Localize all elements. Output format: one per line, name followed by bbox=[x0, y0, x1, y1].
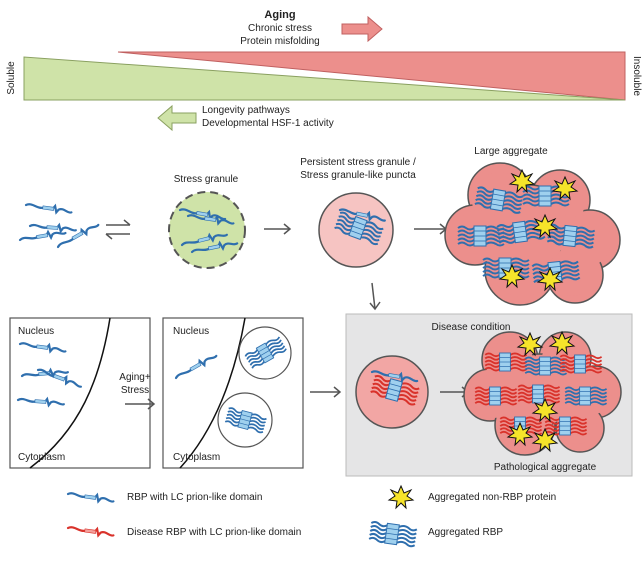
legend-non-rbp-label: Aggregated non-RBP protein bbox=[428, 492, 556, 503]
persistent-stress-granule bbox=[318, 192, 394, 268]
arrow-to-large-aggregate-icon bbox=[414, 223, 448, 235]
legend-aggregated-rbp-icon bbox=[367, 520, 419, 549]
legend-disease-rbp-icon bbox=[66, 523, 116, 539]
equilibrium-arrows-icon bbox=[105, 219, 131, 240]
pathological-aggregate bbox=[463, 331, 622, 456]
cell1-cytoplasm-label: Cytoplasm bbox=[18, 452, 65, 463]
aging-stress-line2: Stress bbox=[121, 385, 149, 396]
legend-rbp-label: RBP with LC prion-like domain bbox=[127, 492, 262, 503]
legend-aggregated-rbp-label: Aggregated RBP bbox=[428, 527, 503, 538]
soluble-wedge bbox=[23, 56, 626, 101]
aging-arrow bbox=[341, 15, 383, 43]
arrow-to-disease-icon bbox=[310, 386, 342, 398]
soluble-proteins bbox=[18, 200, 101, 251]
stress-granule-label: Stress granule bbox=[174, 174, 239, 185]
cell2-cytoplasm-label: Cytoplasm bbox=[173, 452, 220, 463]
longevity-line2: Developmental HSF-1 activity bbox=[202, 118, 334, 129]
disease-granule bbox=[355, 355, 429, 429]
arrow-to-cell2-icon bbox=[125, 398, 156, 410]
insoluble-wedge bbox=[117, 51, 626, 101]
legend-disease-rbp-label: Disease RBP with LC prion-like domain bbox=[127, 527, 301, 538]
persistent-granule-line1: Persistent stress granule / bbox=[300, 157, 416, 168]
longevity-arrow bbox=[157, 104, 197, 132]
soluble-label: Soluble bbox=[6, 61, 17, 95]
persistent-granule-line2: Stress granule-like puncta bbox=[300, 170, 416, 181]
large-aggregate bbox=[444, 162, 621, 306]
arrow-to-persistent-icon bbox=[264, 223, 292, 235]
legend-non-rbp-icon bbox=[388, 485, 414, 509]
arrow-down-icon bbox=[369, 282, 381, 311]
large-aggregate-label: Large aggregate bbox=[474, 146, 548, 157]
pathological-aggregate-label: Pathological aggregate bbox=[494, 462, 597, 473]
disease-condition-label: Disease condition bbox=[432, 322, 511, 333]
longevity-line1: Longevity pathways bbox=[202, 105, 290, 116]
insoluble-label: Insoluble bbox=[631, 56, 642, 96]
aging-line2: Protein misfolding bbox=[240, 36, 319, 47]
aging-line1: Chronic stress bbox=[248, 23, 312, 34]
cell-1 bbox=[9, 317, 151, 469]
legend: RBP with LC prion-like domain Disease RB… bbox=[66, 485, 556, 549]
legend-rbp-icon bbox=[66, 489, 116, 505]
stress-granule bbox=[168, 191, 246, 269]
aging-title: Aging bbox=[264, 9, 295, 21]
cell1-nucleus-label: Nucleus bbox=[18, 326, 54, 337]
cell-2 bbox=[162, 317, 304, 469]
aging-stress-line1: Aging+ bbox=[119, 372, 151, 383]
cell2-nucleus-label: Nucleus bbox=[173, 326, 209, 337]
